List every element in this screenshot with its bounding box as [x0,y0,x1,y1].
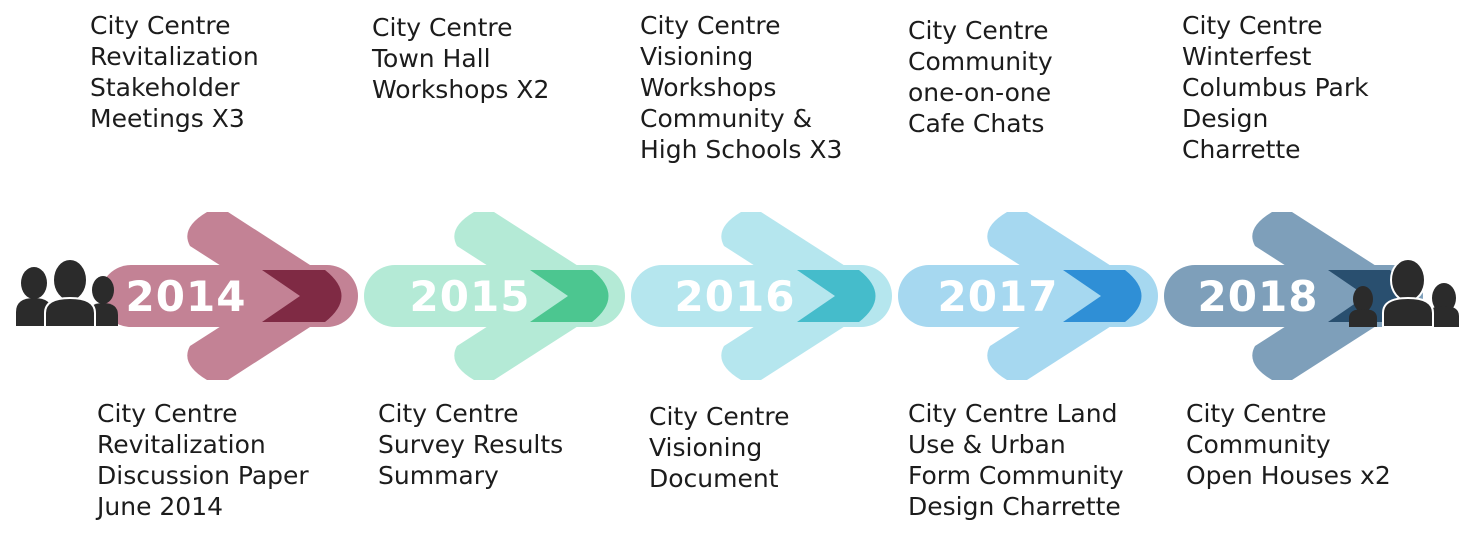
label-line: Community [1186,430,1331,459]
bottom-label-2015: City Centre Survey Results Summary [378,398,628,491]
label-line: City Centre [649,402,790,431]
label-line: Community [908,47,1053,76]
label-line: City Centre [1186,399,1327,428]
label-line: High Schools X3 [640,135,843,164]
label-line: City Centre [90,11,231,40]
segment-highlight [530,270,609,322]
person-icon [1349,286,1377,327]
label-line: June 2014 [97,492,224,521]
label-line: Visioning [640,42,754,71]
label-line: Workshops [640,73,777,102]
top-label-2018: City Centre Winterfest Columbus Park Des… [1182,10,1432,165]
bottom-label-2018: City Centre Community Open Houses x2 [1186,398,1436,491]
label-line: Survey Results [378,430,564,459]
label-line: Design [1182,104,1269,133]
segment-highlight [1063,270,1142,322]
label-line: City Centre [372,13,513,42]
label-line: City Centre [1182,11,1323,40]
year-label-2017: 2017 [938,272,1059,321]
top-label-2014: City Centre Revitalization Stakeholder M… [90,10,340,134]
label-line: Discussion Paper [97,461,309,490]
bottom-label-2017: City Centre Land Use & Urban Form Commun… [908,398,1158,522]
label-line: Cafe Chats [908,109,1045,138]
year-label-2015: 2015 [410,272,531,321]
label-line: Summary [378,461,499,490]
label-line: Use & Urban [908,430,1066,459]
label-line: one-on-one [908,78,1052,107]
year-label-2016: 2016 [675,272,796,321]
segment-2015: 2015 [364,212,625,380]
label-line: City Centre Land [908,399,1118,428]
top-label-2017: City Centre Community one-on-one Cafe Ch… [908,15,1158,139]
label-line: Design Charrette [908,492,1121,521]
label-line: Revitalization [97,430,266,459]
segment-2014: 2014 [100,212,358,380]
person-icon [44,258,96,328]
label-line: City Centre [908,16,1049,45]
person-icon [1382,258,1434,328]
label-line: Stakeholder [90,73,240,102]
segment-highlight [262,270,342,322]
segment-2018: 2018 [1164,212,1423,380]
label-line: Columbus Park [1182,73,1369,102]
bottom-label-2016: City Centre Visioning Document [649,401,899,494]
label-line: Town Hall [372,44,491,73]
label-line: Form Community [908,461,1124,490]
people-group-icon [16,258,118,328]
label-line: Visioning [649,433,763,462]
label-line: City Centre [640,11,781,40]
label-line: City Centre [378,399,519,428]
year-label-2014: 2014 [126,272,247,321]
label-line: Winterfest [1182,42,1312,71]
label-line: Revitalization [90,42,259,71]
top-label-2015: City Centre Town Hall Workshops X2 [372,12,622,105]
top-label-2016: City Centre Visioning Workshops Communit… [640,10,890,165]
label-line: Document [649,464,779,493]
segment-2017: 2017 [898,212,1158,380]
label-line: Workshops X2 [372,75,550,104]
label-line: Charrette [1182,135,1301,164]
label-line: Open Houses x2 [1186,461,1391,490]
label-line: City Centre [97,399,238,428]
year-label-2018: 2018 [1198,272,1319,321]
person-icon [16,267,52,326]
person-icon [1428,283,1459,327]
segment-2016: 2016 [631,212,892,380]
label-line: Community & [640,104,813,133]
bottom-label-2014: City Centre Revitalization Discussion Pa… [97,398,347,522]
segment-highlight [797,270,876,322]
label-line: Meetings X3 [90,104,245,133]
people-group-icon [1349,258,1459,328]
